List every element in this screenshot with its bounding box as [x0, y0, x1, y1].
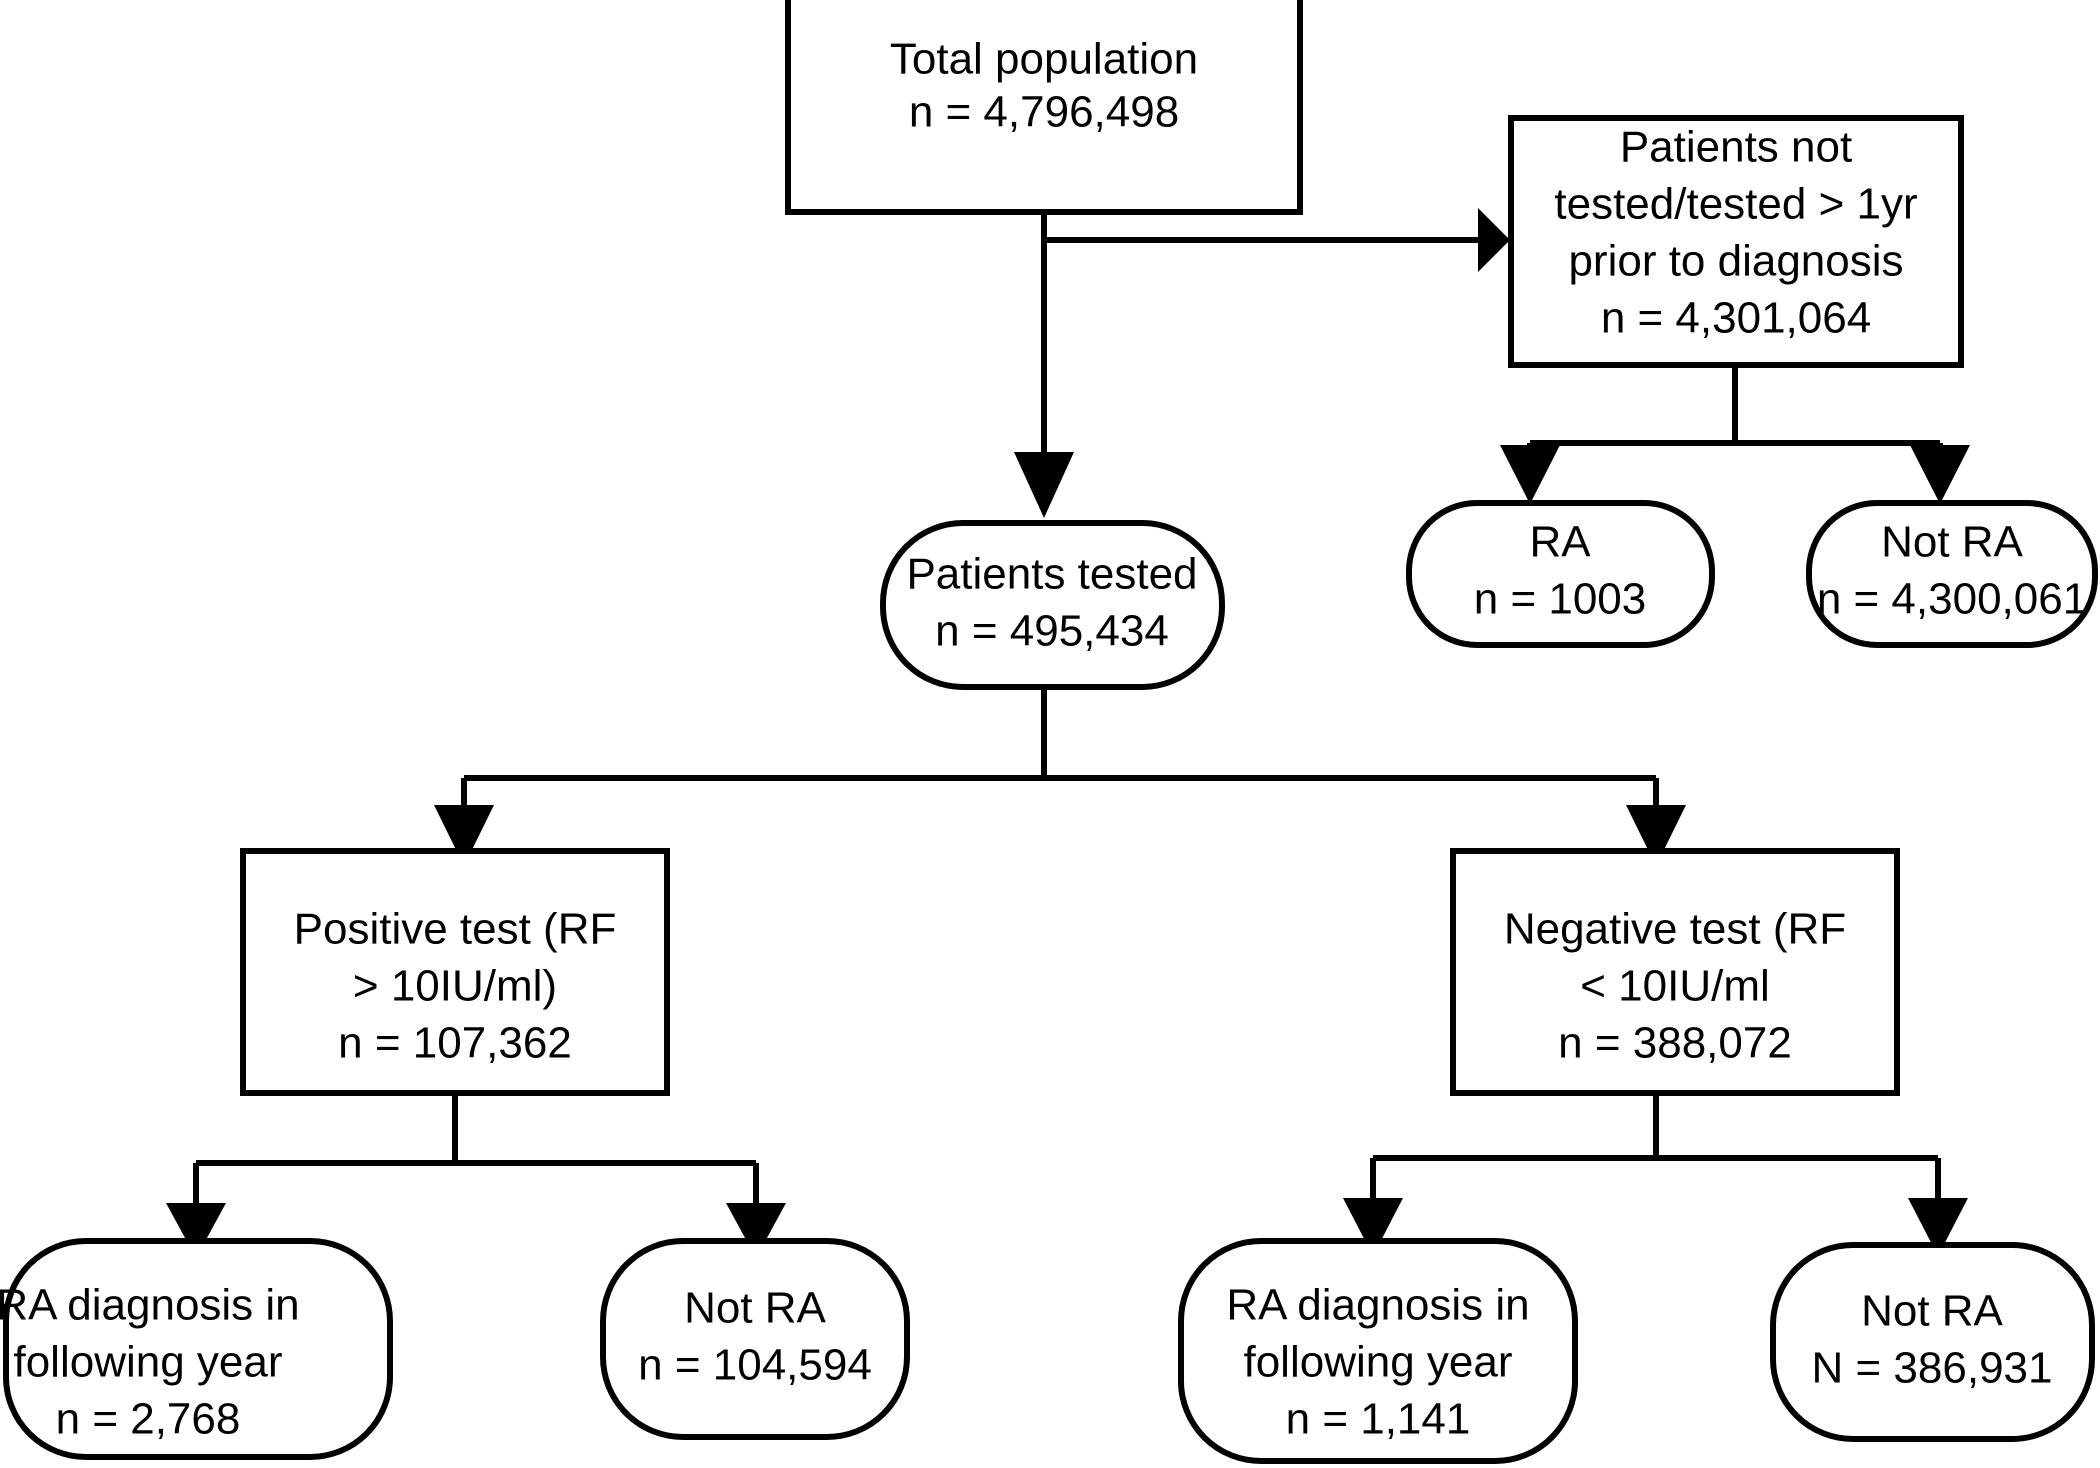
node-patients-tested-shape — [880, 520, 1225, 690]
connector-tested-split — [434, 690, 1686, 866]
node-negative-not-ra-shape — [1770, 1242, 2095, 1442]
connector-positive-split — [166, 1096, 786, 1258]
node-positive-ra-diagnosis-line1: RA diagnosis in — [0, 1281, 300, 1330]
node-positive-test-line1: Positive test (RF — [294, 905, 617, 954]
node-patients-not-tested-line2: tested/tested > 1yr — [1554, 180, 1917, 229]
node-patients-not-tested-shape — [1508, 115, 1964, 368]
node-untested-not-ra-shape — [1806, 500, 2098, 648]
node-positive-test-shape — [240, 848, 670, 1096]
node-untested-ra-line2: n = 1003 — [1474, 575, 1647, 624]
node-negative-ra-diagnosis-line3: n = 1,141 — [1286, 1395, 1471, 1444]
node-untested-ra-line1: RA — [1529, 518, 1591, 567]
node-positive-not-ra-line1: Not RA — [684, 1284, 826, 1333]
node-negative-ra-diagnosis-shape — [1178, 1238, 1578, 1464]
node-untested-not-ra-line1: Not RA — [1881, 518, 2023, 567]
node-total-population-shape — [785, 0, 1303, 215]
connector-total-to-not-tested — [1044, 208, 1510, 272]
node-negative-test-line3: n = 388,072 — [1558, 1019, 1792, 1068]
node-positive-not-ra-line2: n = 104,594 — [638, 1341, 872, 1390]
node-untested-not-ra-line2: n = 4,300,061 — [1817, 575, 2087, 624]
node-positive-test[interactable]: Positive test (RF > 10IU/ml) n = 107,362 — [240, 848, 670, 1096]
node-patients-not-tested-line1: Patients not — [1620, 123, 1852, 172]
node-negative-test-shape — [1450, 848, 1900, 1096]
node-untested-not-ra[interactable]: Not RA n = 4,300,061 — [1806, 500, 2098, 648]
node-patients-not-tested[interactable]: Patients not tested/tested > 1yr prior t… — [1508, 115, 1964, 368]
node-positive-ra-diagnosis[interactable]: RA diagnosis in following year n = 2,768 — [0, 1238, 393, 1460]
node-negative-not-ra-line2: N = 386,931 — [1812, 1344, 2053, 1393]
node-patients-not-tested-line3: prior to diagnosis — [1568, 237, 1903, 286]
node-positive-test-line3: n = 107,362 — [338, 1019, 572, 1068]
node-negative-not-ra[interactable]: Not RA N = 386,931 — [1770, 1242, 2095, 1442]
node-positive-not-ra[interactable]: Not RA n = 104,594 — [600, 1238, 910, 1440]
node-total-population-line1: Total population — [890, 35, 1198, 84]
node-positive-ra-diagnosis-line3: n = 2,768 — [56, 1395, 241, 1444]
node-negative-ra-diagnosis[interactable]: RA diagnosis in following year n = 1,141 — [1178, 1238, 1578, 1464]
connector-negative-split — [1343, 1096, 1968, 1256]
node-patients-tested[interactable]: Patients tested n = 495,434 — [880, 520, 1225, 690]
node-patients-tested-line1: Patients tested — [906, 550, 1197, 599]
node-positive-ra-diagnosis-line2: following year — [13, 1338, 282, 1387]
node-negative-test-line1: Negative test (RF — [1504, 905, 1846, 954]
node-negative-ra-diagnosis-line1: RA diagnosis in — [1226, 1281, 1529, 1330]
node-positive-not-ra-shape — [600, 1238, 910, 1440]
node-negative-test-line2: < 10IU/ml — [1580, 962, 1770, 1011]
connector-not-tested-split — [1500, 365, 1970, 504]
node-total-population[interactable]: Total population n = 4,796,498 — [785, 0, 1303, 215]
connector-total-to-tested — [1014, 215, 1074, 518]
node-positive-ra-diagnosis-shape — [3, 1238, 393, 1460]
node-negative-ra-diagnosis-line2: following year — [1243, 1338, 1512, 1387]
node-total-population-line2: n = 4,796,498 — [909, 88, 1179, 137]
node-patients-tested-line2: n = 495,434 — [935, 607, 1169, 656]
node-positive-test-line2: > 10IU/ml) — [353, 962, 557, 1011]
node-negative-not-ra-line1: Not RA — [1861, 1287, 2003, 1336]
node-negative-test[interactable]: Negative test (RF < 10IU/ml n = 388,072 — [1450, 848, 1900, 1096]
node-untested-ra[interactable]: RA n = 1003 — [1406, 500, 1715, 648]
node-untested-ra-shape — [1406, 500, 1715, 648]
node-patients-not-tested-line4: n = 4,301,064 — [1601, 294, 1871, 343]
